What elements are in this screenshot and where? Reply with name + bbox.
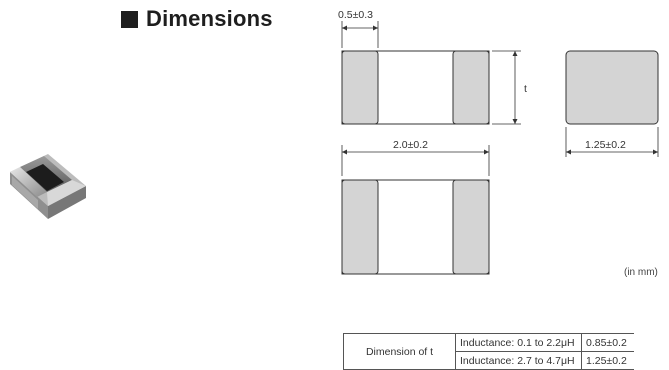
- section-heading: Dimensions: [121, 6, 273, 32]
- table-row-header: Dimension of t: [343, 333, 456, 370]
- thickness-table: Dimension of t Inductance: 0.1 to 2.2μH …: [343, 333, 634, 370]
- width-label: 1.25±0.2: [585, 139, 626, 151]
- heading-title: Dimensions: [146, 6, 273, 31]
- unit-note: (in mm): [624, 267, 658, 278]
- table-cell-inductance-1: Inductance: 0.1 to 2.2μH: [455, 333, 582, 352]
- thickness-label: t: [524, 83, 527, 95]
- end-view: 1.25±0.2: [565, 50, 659, 157]
- top-view: 0.5±0.3 t: [338, 9, 527, 125]
- electrode-width-label: 0.5±0.3: [338, 9, 373, 21]
- electrode-right-bottom: [452, 179, 490, 275]
- electrode-left: [341, 50, 379, 125]
- table-cell-inductance-2: Inductance: 2.7 to 4.7μH: [455, 351, 582, 370]
- electrode-left-bottom: [341, 179, 379, 275]
- heading-square-icon: [121, 10, 138, 28]
- chip-product-image: [10, 154, 86, 219]
- bottom-view: 2.0±0.2: [341, 139, 490, 275]
- length-label: 2.0±0.2: [393, 139, 428, 151]
- table-cell-value-2: 1.25±0.2: [581, 351, 634, 370]
- table-cell-value-1: 0.85±0.2: [581, 333, 634, 352]
- electrode-right: [452, 50, 490, 125]
